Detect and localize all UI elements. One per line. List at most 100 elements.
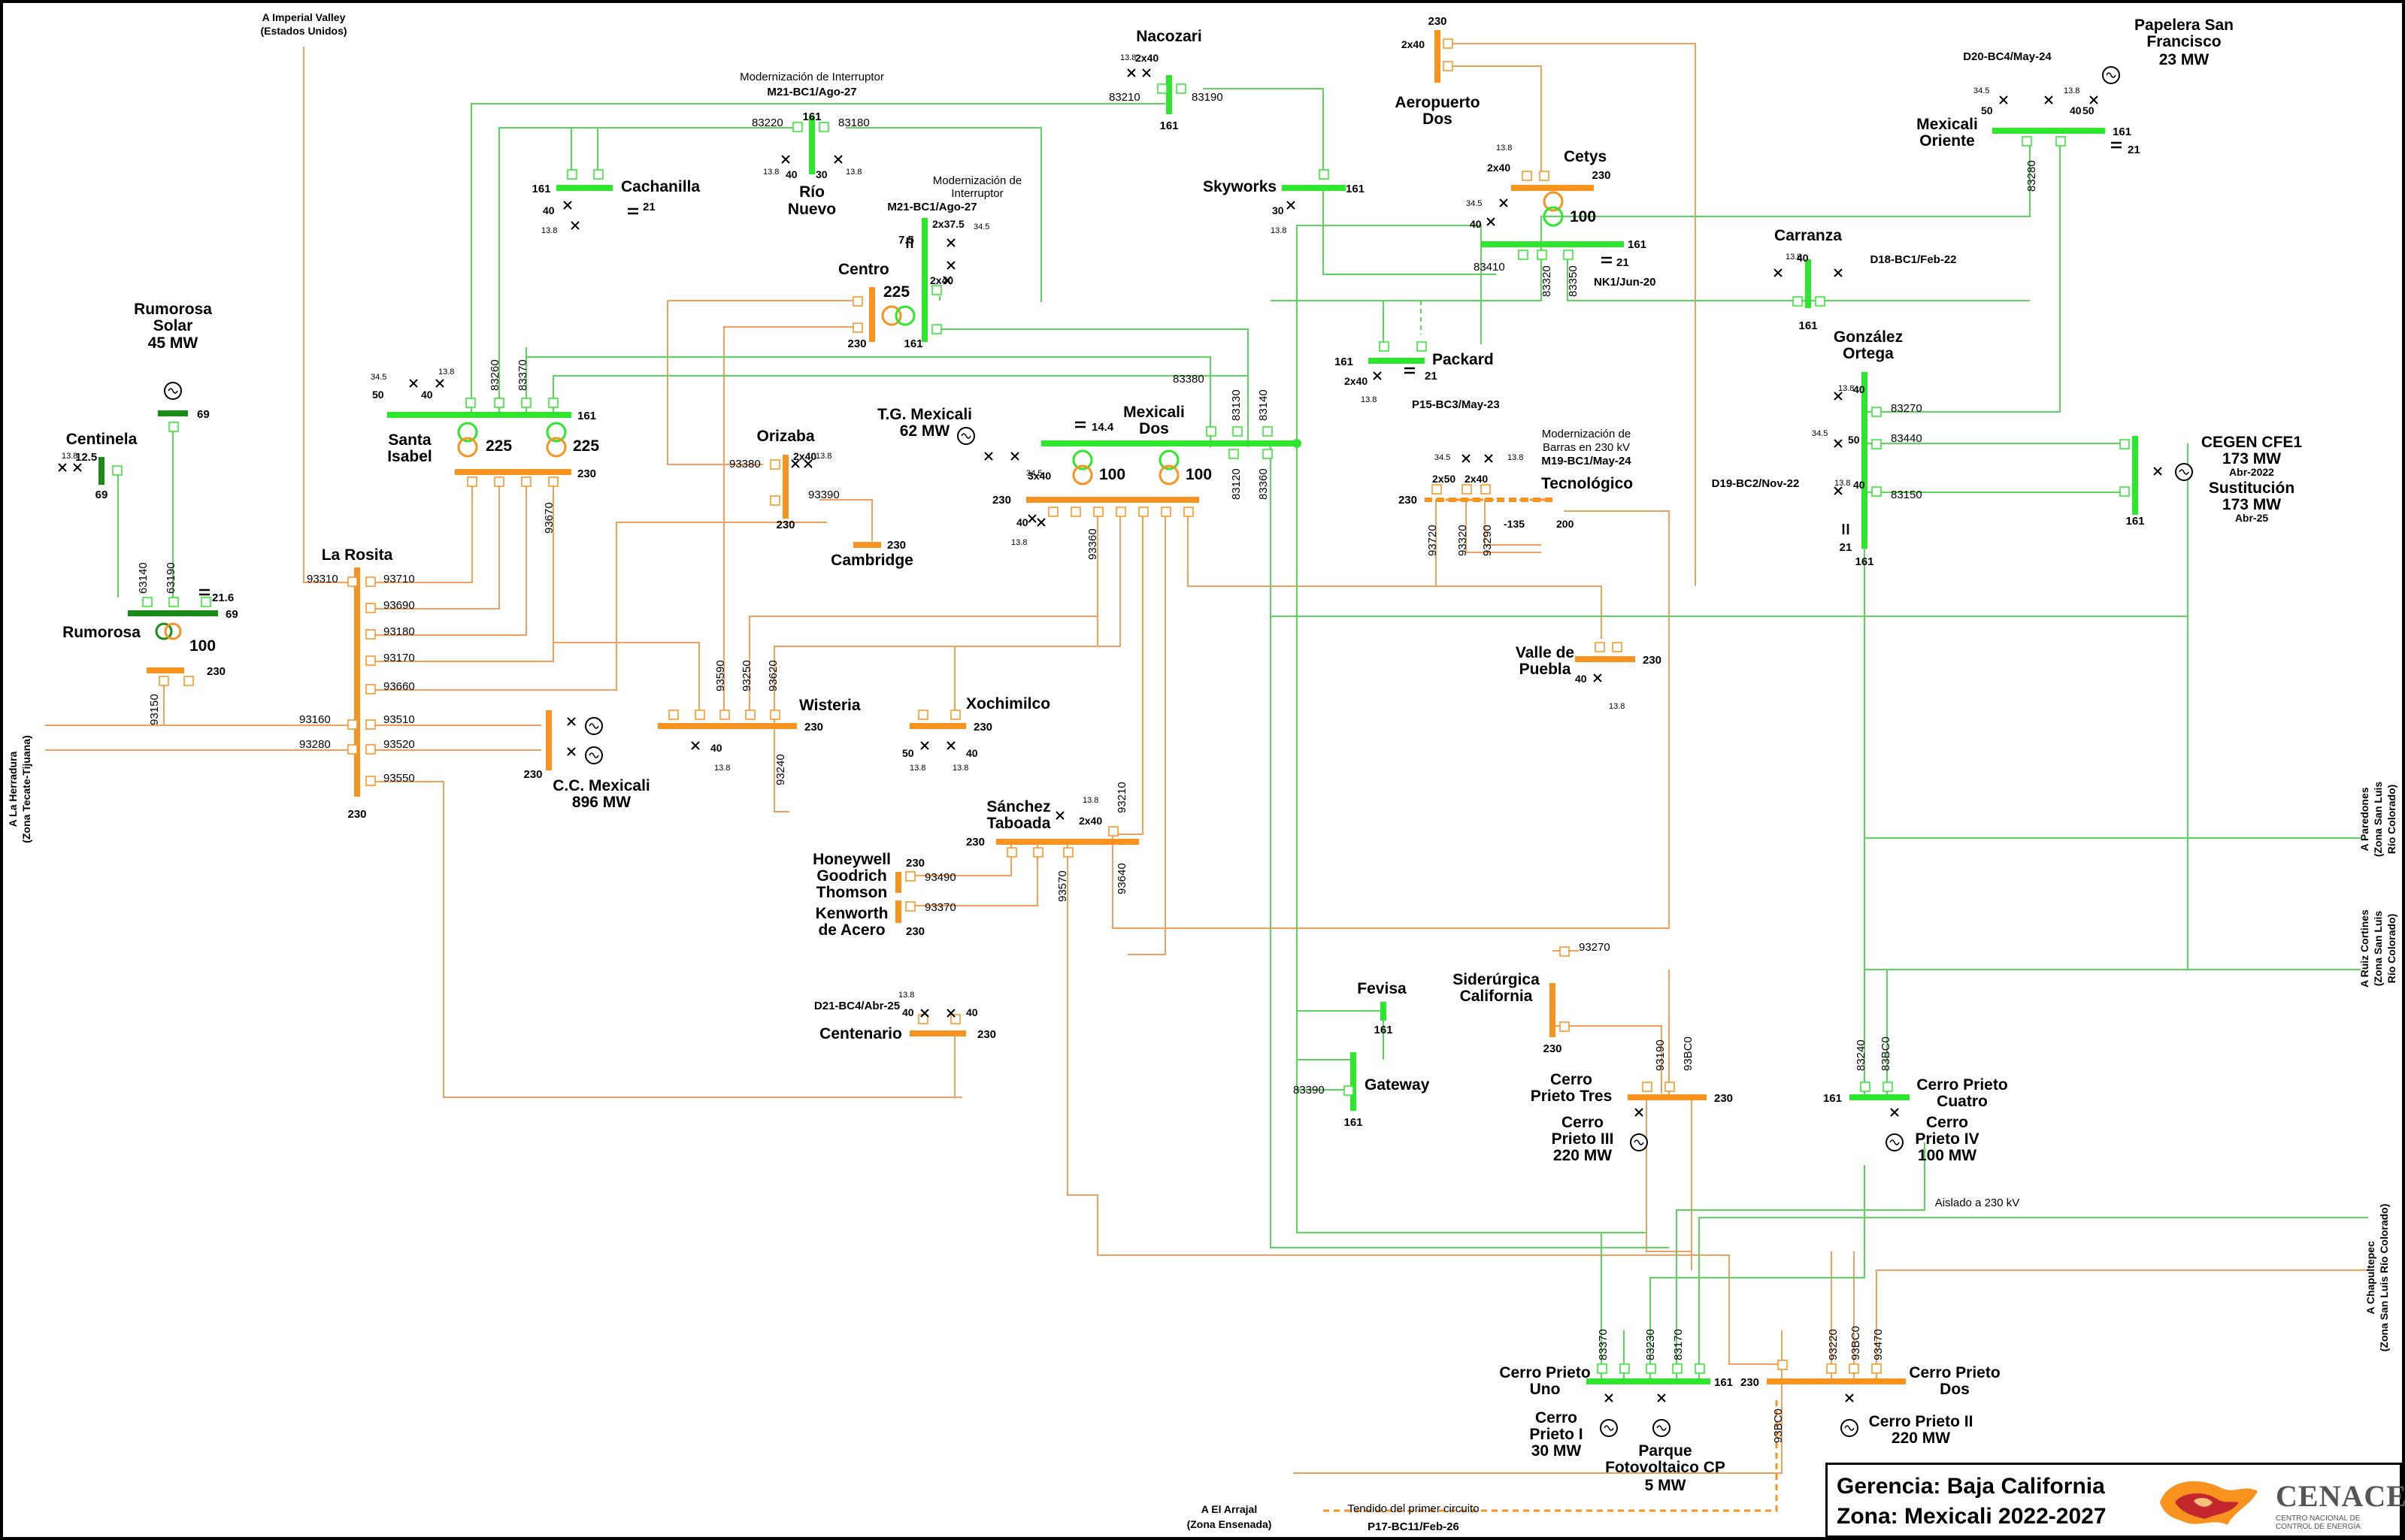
line-id: 83360 <box>1257 468 1270 500</box>
cap-label: 50 <box>1981 104 1993 116</box>
kv-label: 13.8 <box>1120 53 1136 62</box>
station-nacozari: Nacozari <box>1136 28 1202 45</box>
line-id: 93250 <box>741 660 753 691</box>
station-rumorosa: Rumorosa <box>62 624 141 641</box>
kv-label: 230 <box>1714 1092 1733 1105</box>
station-wisteria: Wisteria <box>799 697 861 714</box>
station-tg-mexicali-1: T.G. Mexicali <box>877 406 972 423</box>
cap-label: 40 <box>710 742 722 754</box>
kv-label: 13.8 <box>910 764 925 773</box>
kv-label: 230 <box>577 467 596 480</box>
station-papelera-2: Francisco <box>2146 33 2221 50</box>
cap-label: 40 <box>1853 479 1865 491</box>
cap-label: 50 <box>1848 434 1860 446</box>
kv-label: 69 <box>197 408 210 421</box>
station-cc-mexicali-1: C.C. Mexicali <box>553 777 650 794</box>
cap-label: 30 <box>816 168 828 180</box>
cap-label: 50 <box>2082 104 2095 116</box>
station-packard: Packard <box>1432 351 1494 368</box>
kv-label: 69 <box>226 608 238 621</box>
station-kenworth-1: Kenworth <box>816 905 889 922</box>
note-mod3-2: Barras en 230 kV <box>1543 441 1630 454</box>
cap-label: 40 <box>786 168 798 180</box>
kv-label: 13.8 <box>62 452 77 461</box>
kv-label: 161 <box>1159 120 1178 132</box>
ext-aislado: Aislado a 230 kV <box>1935 1197 2020 1209</box>
line-id: 83220 <box>752 116 783 129</box>
ext-paredones-1: A Paredones <box>2358 787 2370 851</box>
station-rio-nuevo-2: Nuevo <box>788 201 836 218</box>
station-honeywell-3: Thomson <box>816 884 888 901</box>
transformer-centro <box>881 305 916 326</box>
station-parque-2: Fotovoltaico CP <box>1605 1459 1725 1476</box>
kv-label: 161 <box>1855 555 1873 568</box>
station-aeropuerto-1: Aeropuerto <box>1395 94 1480 111</box>
station-cegen-6: Abr-25 <box>2235 512 2269 524</box>
line-id: 93BC0 <box>1772 1408 1785 1443</box>
line-id: 83170 <box>1672 1329 1685 1360</box>
kv-label: 230 <box>1428 15 1446 28</box>
ext-paredones-2: (Zona San Luis <box>2372 782 2384 858</box>
cap-label: 2x50 <box>1432 473 1455 485</box>
kv-label: 161 <box>1714 1376 1733 1389</box>
kv-label: 34.5 <box>1434 453 1450 462</box>
kv-label: 230 <box>207 665 226 678</box>
line-id: 83150 <box>1891 489 1922 501</box>
kv-label: 230 <box>347 808 366 821</box>
station-siderurgica-1: Siderúrgica <box>1452 971 1540 988</box>
station-cp-i-3: 30 MW <box>1531 1442 1582 1460</box>
station-cambridge: Cambridge <box>831 552 913 569</box>
note-p15: P15-BC3/May-23 <box>1412 398 1500 411</box>
kv-label: 21.6 <box>212 591 234 604</box>
cap-label: 30 <box>1272 204 1284 216</box>
line-id: 93390 <box>808 489 840 501</box>
note-mod3-1: Modernización de <box>1542 428 1631 440</box>
line-id: 83180 <box>838 116 870 129</box>
cap-label: 40 <box>966 747 978 759</box>
station-centenario: Centenario <box>819 1025 902 1042</box>
line-id: 93660 <box>383 680 415 693</box>
station-cp-iv-1: Cerro <box>1926 1114 1968 1131</box>
station-tg-mexicali-2: 62 MW <box>900 422 950 440</box>
kv-label: 12.5 <box>75 451 97 464</box>
kv-label: 13.8 <box>714 764 730 773</box>
kv-label: 34.5 <box>371 373 386 382</box>
xfmr-rating-225-c: 225 <box>883 283 910 301</box>
cap-label: 2x40 <box>1487 162 1510 174</box>
kv-label: 34.5 <box>974 222 989 231</box>
line-id: 63140 <box>137 562 150 594</box>
station-gonzalez-ortega-1: González <box>1834 328 1903 346</box>
line-id: 93220 <box>1827 1329 1840 1360</box>
line-id: 93570 <box>1056 870 1069 902</box>
kv-label: 13.8 <box>1786 253 1801 262</box>
station-cp-dos-2: Dos <box>1940 1381 1970 1398</box>
cap-label: 2x40 <box>793 450 816 462</box>
station-tecnologico: Tecnológico <box>1541 475 1633 492</box>
cenace-logo-icon <box>2160 1481 2258 1525</box>
xfmr-rating-100-d: 100 <box>189 637 216 655</box>
station-cp-cuatro-1: Cerro Prieto <box>1916 1076 2007 1094</box>
station-honeywell-1: Honeywell <box>813 851 891 868</box>
xfmr-rating-225-a: 225 <box>486 437 512 455</box>
note-mod2-2: Interruptor <box>951 187 1003 200</box>
station-cp-iii-1: Cerro <box>1561 1114 1604 1131</box>
line-id: 83270 <box>1891 402 1922 415</box>
station-parque-1: Parque <box>1638 1442 1692 1460</box>
note-d18: D18-BC1/Feb-22 <box>1870 253 1956 266</box>
station-cp-i-1: Cerro <box>1535 1409 1577 1427</box>
station-cp-cuatro-2: Cuatro <box>1937 1093 1988 1110</box>
line-id: 93BC0 <box>1849 1326 1862 1360</box>
kv-label: 34.5 <box>1026 469 1042 478</box>
note-mod1-code: M21-BC1/Ago-27 <box>767 86 856 98</box>
transformer-santa-isabel-2 <box>546 422 567 458</box>
station-papelera-1: Papelera San <box>2134 17 2234 34</box>
line-id: 93160 <box>299 713 331 726</box>
kv-label: 34.5 <box>1466 199 1482 208</box>
kv-label: 161 <box>802 110 821 123</box>
station-cp-tres-1: Cerro <box>1550 1071 1592 1088</box>
kv-label: 230 <box>1543 1042 1561 1055</box>
line-id: 83120 <box>1230 468 1243 500</box>
cap-label: 3x40 <box>1028 470 1051 482</box>
kv-label: 161 <box>2113 126 2131 138</box>
transformer-mexicali-dos-2 <box>1159 449 1180 486</box>
